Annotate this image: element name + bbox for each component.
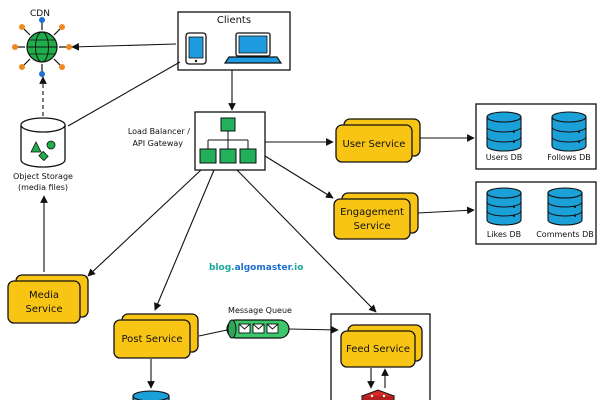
message-queue-label: Message Queue: [228, 306, 292, 315]
engagement-service-sublabel: Service: [354, 221, 391, 232]
mobile-phone-icon: [185, 32, 207, 65]
user-service-label: User Service: [343, 139, 406, 150]
media-service-sublabel: Service: [26, 304, 63, 315]
arrow-lb-to-feed-service: [236, 169, 377, 313]
network-hierarchy-icon: [199, 117, 257, 164]
feed-service-label: Feed Service: [346, 344, 410, 355]
post-db-icon: [132, 390, 170, 400]
object-storage-sublabel: (media files): [18, 183, 68, 192]
post-service-label: Post Service: [121, 334, 182, 345]
user-db-group: Users DB Follows DB: [475, 103, 597, 170]
media-service-node: Media Service: [7, 274, 89, 324]
object-storage-label: Object Storage: [13, 172, 73, 181]
cdn-label: CDN: [30, 9, 50, 19]
media-service-label: Media: [29, 290, 59, 301]
connectors: [39, 42, 475, 389]
brand-name: algomaster: [235, 263, 293, 273]
post-service-node: Post Service: [113, 313, 199, 359]
clients-label: Clients: [217, 15, 251, 26]
arrow-clients-to-cdn: [71, 42, 177, 51]
clients-node: Clients: [177, 11, 291, 71]
load-balancer-label: Load Balancer /: [128, 127, 190, 136]
arrow-queue-to-feed-service: [288, 326, 339, 334]
users-db-icon: [486, 111, 522, 152]
user-service-node: User Service: [335, 118, 421, 163]
load-balancer-node: Load Balancer / API Gateway: [128, 111, 266, 171]
brand-watermark: blog.algomaster.io: [209, 263, 303, 273]
cdn-globe-icon: [12, 17, 72, 77]
envelope-icon: [238, 323, 279, 334]
line-post-service-to-queue: [198, 329, 228, 337]
follows-db-label: Follows DB: [547, 153, 590, 162]
message-queue-node: Message Queue: [226, 306, 292, 339]
comments-db-label: Comments DB: [536, 230, 594, 239]
object-storage-node: Object Storage (media files): [13, 117, 73, 192]
feed-service-node: Feed Service: [330, 313, 431, 400]
laptop-icon: [223, 32, 283, 64]
brand-prefix: blog.: [209, 263, 235, 273]
likes-db-icon: [486, 187, 522, 226]
engagement-service-node: Engagement Service: [333, 192, 419, 240]
engagement-service-label: Engagement: [340, 207, 404, 218]
arrow-lb-to-post-service: [154, 169, 215, 311]
redis-cache-icon: [360, 389, 396, 400]
likes-db-label: Likes DB: [487, 230, 521, 239]
arrow-engagement-to-engagement-db: [417, 206, 475, 215]
follows-db-icon: [551, 111, 587, 152]
load-balancer-sublabel: API Gateway: [132, 139, 183, 148]
users-db-label: Users DB: [486, 153, 523, 162]
arrow-lb-to-engagement-service: [264, 155, 334, 199]
cdn-node: CDN: [12, 9, 72, 77]
comments-db-icon: [547, 187, 583, 226]
arrow-lb-to-media-service: [87, 169, 202, 277]
media-shapes-icon: [30, 140, 56, 162]
brand-suffix: .io: [291, 263, 304, 273]
line-clients-to-object-storage: [67, 61, 181, 127]
engagement-db-group: Likes DB Comments DB: [475, 181, 597, 245]
